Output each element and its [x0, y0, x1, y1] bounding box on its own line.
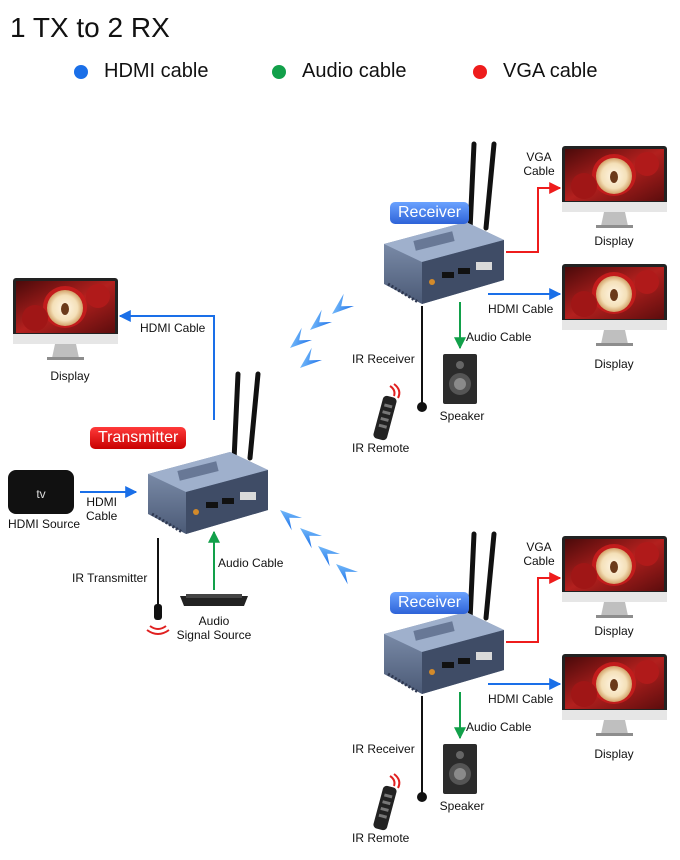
receiver-2-badge: Receiver: [390, 592, 470, 614]
receiver-2-ir-label: IR Receiver: [352, 742, 415, 756]
audio-dot-icon: [272, 64, 286, 79]
tx-audio-cable-label: Audio Cable: [218, 556, 284, 570]
legend-audio-label: Audio cable: [302, 60, 407, 82]
receiver-1-ir-receiver-icon: [417, 402, 427, 412]
hdmi-dot-icon: [74, 64, 88, 79]
receiver-1-vga-label: VGA Cable: [523, 150, 555, 178]
receiver-1-hdmi-label: HDMI Cable: [488, 302, 554, 316]
legend-hdmi-label: HDMI cable: [104, 60, 209, 82]
receiver-2-speaker-icon: [443, 744, 477, 794]
receiver-2-ir-receiver-icon: [417, 792, 427, 802]
receiver-1-vga-cable: [506, 182, 562, 253]
legend-vga-label: VGA cable: [503, 60, 598, 82]
tx-display-label: Display: [50, 369, 90, 383]
receiver-1-speaker-icon: [443, 354, 477, 404]
audio-source-icon: [180, 594, 248, 606]
receiver-2-hdmi-display-label: Display: [594, 747, 634, 761]
vga-dot-icon: [473, 64, 487, 79]
receiver-2-vga-display-label: Display: [594, 624, 634, 638]
receiver-2-vga-cable: [506, 572, 562, 643]
wireless-wave-upper-icon: [284, 293, 354, 375]
transmitter-icon: [148, 374, 268, 534]
receiver-2-remote-label: IR Remote: [352, 831, 410, 845]
receiver-2-hdmi-display-icon: [562, 654, 667, 736]
tx-hdmi-out-cable: [118, 310, 215, 420]
apple-tv-icon: tv: [8, 470, 74, 514]
tx-display-icon: [13, 278, 118, 360]
receiver-2-icon: [384, 534, 504, 694]
receiver-2-remote-icon: [371, 773, 401, 833]
receiver-1-remote-icon: [371, 383, 401, 443]
ir-transmitter-icon: [146, 604, 170, 635]
receiver-2-hdmi-label: HDMI Cable: [488, 692, 554, 706]
receiver-2-vga-label: VGA Cable: [523, 540, 555, 568]
audio-source-label: Audio Signal Source: [176, 614, 252, 642]
hdmi-source-label: HDMI Source: [8, 517, 81, 531]
receiver-1-vga-display-label: Display: [594, 234, 634, 248]
receiver-2-speaker-label: Speaker: [439, 799, 485, 813]
receiver-2-audio-label: Audio Cable: [466, 720, 532, 734]
receiver-1-remote-label: IR Remote: [352, 441, 410, 455]
legend-audio: Audio cable: [272, 60, 407, 83]
receiver-1-badge: Receiver: [390, 202, 470, 224]
legend-hdmi: HDMI cable: [74, 60, 208, 83]
svg-text:tv: tv: [36, 487, 45, 501]
receiver-1-vga-display-icon: [562, 146, 667, 228]
legend-vga: VGA cable: [473, 60, 598, 83]
receiver-1-ir-label: IR Receiver: [352, 352, 415, 366]
receiver-1-speaker-label: Speaker: [439, 409, 485, 423]
ir-transmitter-label: IR Transmitter: [72, 571, 148, 585]
transmitter-badge: Transmitter: [90, 427, 187, 449]
receiver-1-audio-label: Audio Cable: [466, 330, 532, 344]
receiver-2-vga-display-icon: [562, 536, 667, 618]
tx-hdmi-in-label: HDMI Cable: [86, 495, 118, 523]
receiver-1-icon: [384, 144, 504, 304]
tx-hdmi-out-label: HDMI Cable: [140, 321, 206, 335]
receiver-1-hdmi-display-label: Display: [594, 357, 634, 371]
diagram-title: 1 TX to 2 RX: [10, 12, 170, 43]
receiver-1-hdmi-display-icon: [562, 264, 667, 346]
wireless-wave-lower-icon: [274, 503, 358, 585]
